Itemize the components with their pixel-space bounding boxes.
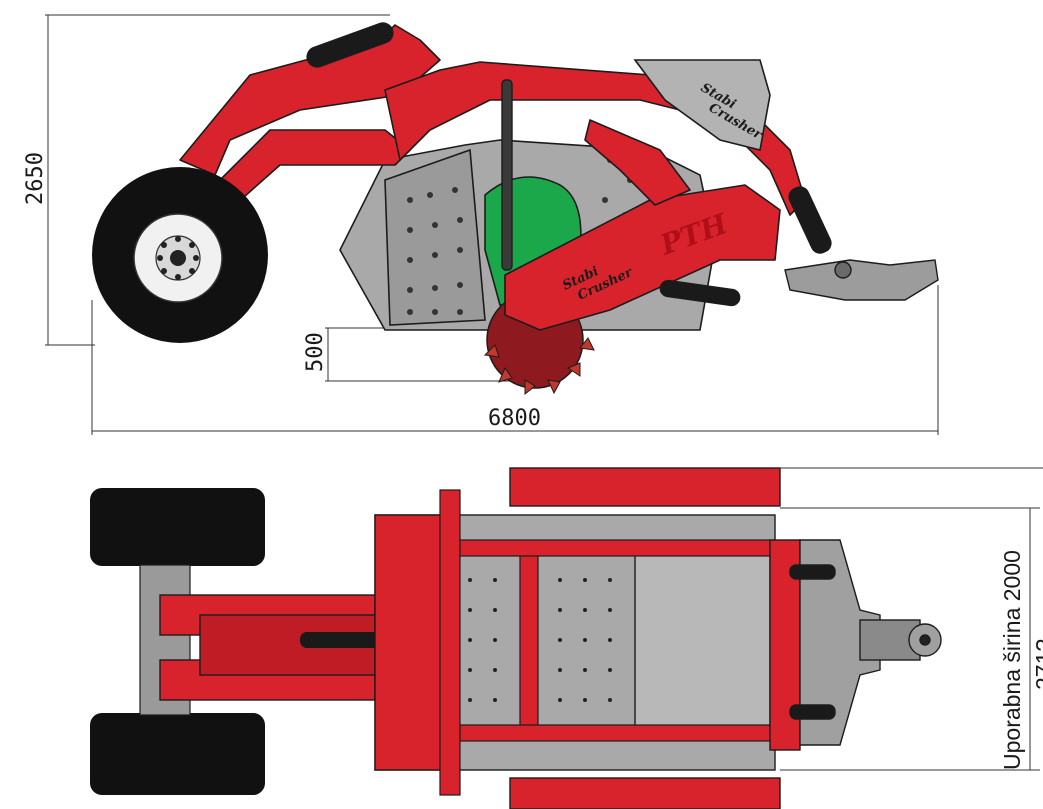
- length-dimension: [91, 285, 939, 435]
- top-outrigger-lower: [509, 777, 781, 809]
- length-value: 6800: [488, 406, 541, 431]
- top-bolt-grid: [468, 578, 612, 702]
- top-wheel-upper: [90, 488, 265, 566]
- left-housing-plate: [384, 148, 486, 326]
- top-cylinder: [300, 632, 390, 648]
- top-view: Uporabna širina 2000 271?: [90, 467, 1043, 809]
- usage-width-label: Uporabna širina 2000: [999, 550, 1025, 770]
- top-hitch-frame: [769, 539, 942, 751]
- total-width-label: 271?: [1031, 639, 1043, 690]
- side-view: 2650 500 6800: [23, 14, 939, 435]
- drive-arm: [504, 184, 781, 331]
- top-cover-plate: [634, 544, 771, 741]
- top-wheel-lower: [90, 713, 265, 795]
- usage-width-dimension: [780, 507, 1040, 771]
- top-crossbar-lower: [444, 724, 776, 742]
- top-outrigger-upper: [509, 467, 781, 507]
- height-dimension: [45, 14, 390, 346]
- rear-plate: [584, 119, 691, 206]
- top-rotor-strip: [519, 554, 539, 731]
- top-side-panel-left: [374, 514, 446, 771]
- support-wheel: [92, 167, 268, 343]
- hitch-connector: [784, 259, 939, 301]
- top-crossbar-upper: [444, 539, 776, 557]
- height-value: 2650: [23, 152, 48, 205]
- clearance-value: 500: [303, 332, 328, 372]
- rotor-cover: [633, 59, 771, 151]
- hydraulic-cylinders: [306, 22, 832, 307]
- top-end-bar-left: [439, 489, 461, 796]
